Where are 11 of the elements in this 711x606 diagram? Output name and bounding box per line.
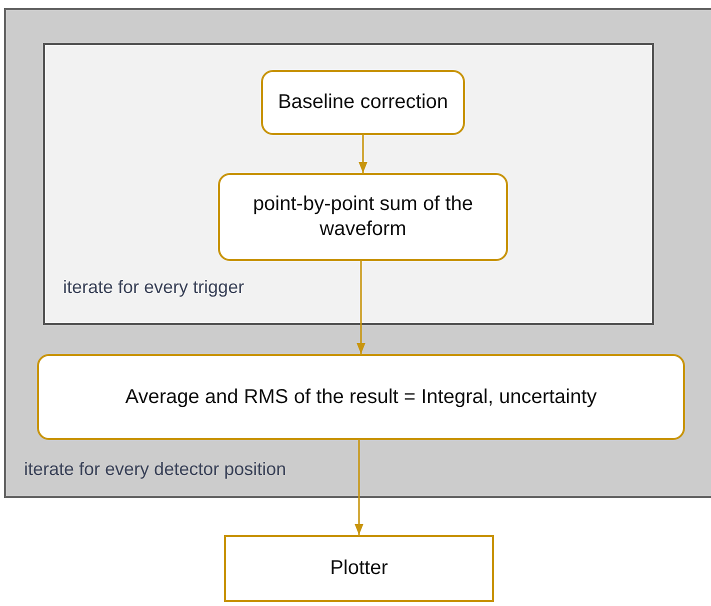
arrow — [354, 440, 364, 535]
loop-label: iterate for every detector position — [24, 459, 286, 480]
inner-loop-region — [43, 43, 654, 325]
output-box: Plotter — [224, 535, 494, 602]
loop-label: iterate for every trigger — [63, 277, 244, 298]
process-box: Average and RMS of the result = Integral, uncertainty — [37, 354, 685, 440]
process-box: Baseline correction — [261, 70, 465, 135]
arrow — [358, 135, 368, 173]
arrow — [356, 261, 366, 354]
outer-loop-region — [4, 8, 711, 498]
process-box: point-by-point sum of the waveform — [218, 173, 508, 261]
